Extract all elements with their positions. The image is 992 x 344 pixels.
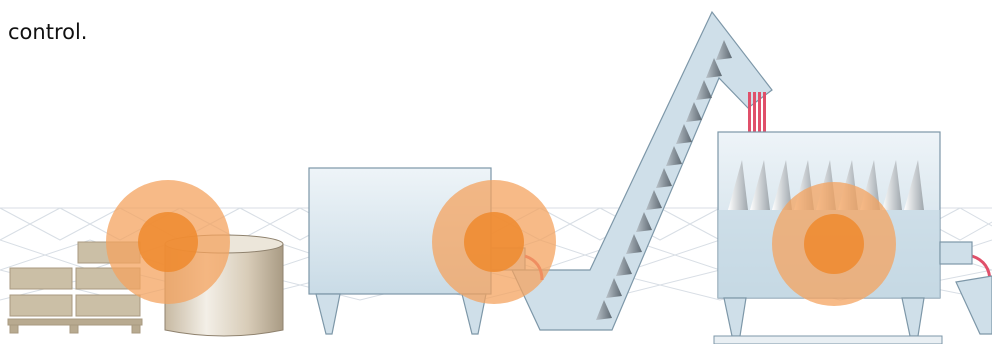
caption-text: control.: [8, 20, 88, 44]
hotspot-mixer[interactable]: [432, 180, 556, 304]
hotspot-dryer[interactable]: [772, 182, 896, 306]
red-tube-top: [748, 92, 766, 132]
hotspot-pallet[interactable]: [106, 180, 230, 304]
